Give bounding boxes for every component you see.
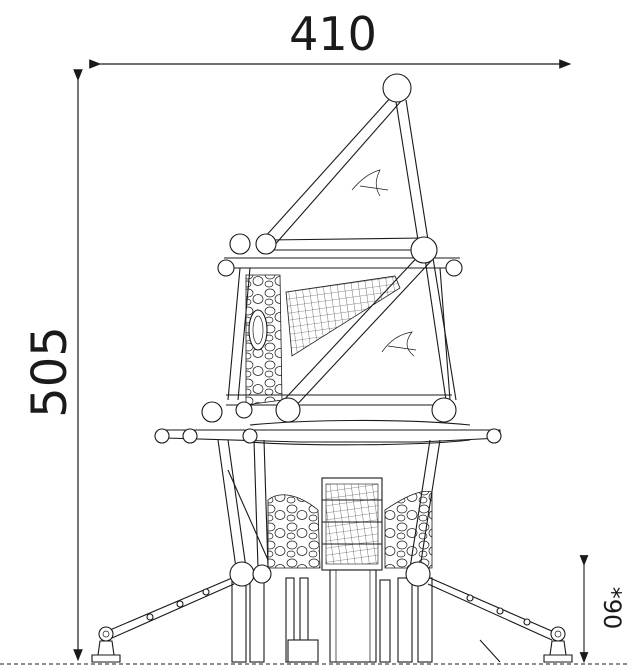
porthole-window <box>248 309 268 351</box>
height-dimension: 505 <box>22 69 83 662</box>
top-triangle-frame <box>263 95 429 251</box>
top-ball <box>382 73 412 103</box>
ladder <box>321 477 383 571</box>
middle-frame <box>226 249 457 411</box>
height-label: 505 <box>22 326 78 418</box>
bird-decoration-upper <box>351 169 389 197</box>
lower-platform <box>165 419 501 446</box>
tower-structure <box>91 73 573 663</box>
guy-ropes <box>109 577 555 663</box>
depth-dimension: *90 <box>579 555 626 664</box>
width-label: 410 <box>289 7 377 61</box>
bird-decoration-lower <box>381 331 417 357</box>
climbing-wall-right <box>384 490 433 569</box>
connector-balls <box>154 73 502 587</box>
climbing-wall-left <box>267 494 321 569</box>
ground-anchors <box>91 626 573 663</box>
support-posts <box>231 577 433 663</box>
lower-frame <box>217 439 441 569</box>
climbing-net <box>285 275 401 357</box>
slide-chute <box>329 569 377 663</box>
width-dimension: 410 <box>89 7 572 69</box>
depth-label: *90 <box>598 587 626 630</box>
